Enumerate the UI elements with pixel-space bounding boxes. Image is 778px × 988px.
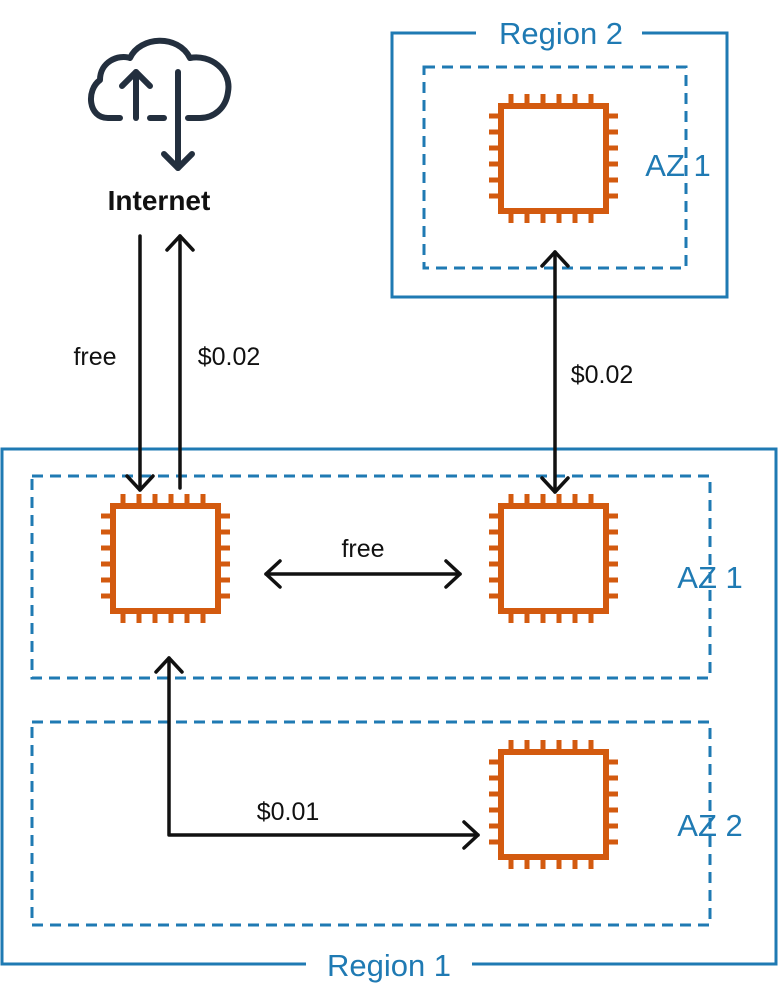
ec2-chip-icon <box>101 494 230 623</box>
ec2-chip-icon <box>489 740 618 869</box>
cloud-upload-download-icon <box>87 37 232 171</box>
region-1-az-1-box <box>30 474 712 680</box>
region-1-az-1-label: AZ 1 <box>677 560 742 595</box>
region-1: Region 1 AZ 1 AZ 2 <box>0 447 778 983</box>
inbound-internet-cost: free <box>73 343 116 371</box>
outbound-internet-arrow <box>165 234 195 490</box>
ec2-chip-icon <box>489 494 618 623</box>
outbound-internet-cost: $0.02 <box>198 343 261 371</box>
region-2-label: Region 2 <box>499 16 623 51</box>
cross-az-arrow <box>154 656 480 850</box>
region-1-az-2-label: AZ 2 <box>677 808 742 843</box>
same-az-cost: free <box>341 535 384 563</box>
cross-region-cost: $0.02 <box>571 361 634 389</box>
internet-label: Internet <box>108 185 211 216</box>
region-1-label: Region 1 <box>327 948 451 983</box>
region-2-az-1-label: AZ 1 <box>645 148 710 183</box>
inbound-internet-arrow <box>125 234 155 492</box>
ec2-chip-icon <box>489 94 618 223</box>
cross-az-cost: $0.01 <box>257 798 320 826</box>
cross-region-arrow <box>540 250 570 494</box>
region-1-az-2-box <box>30 720 712 927</box>
same-az-arrow <box>264 559 462 589</box>
